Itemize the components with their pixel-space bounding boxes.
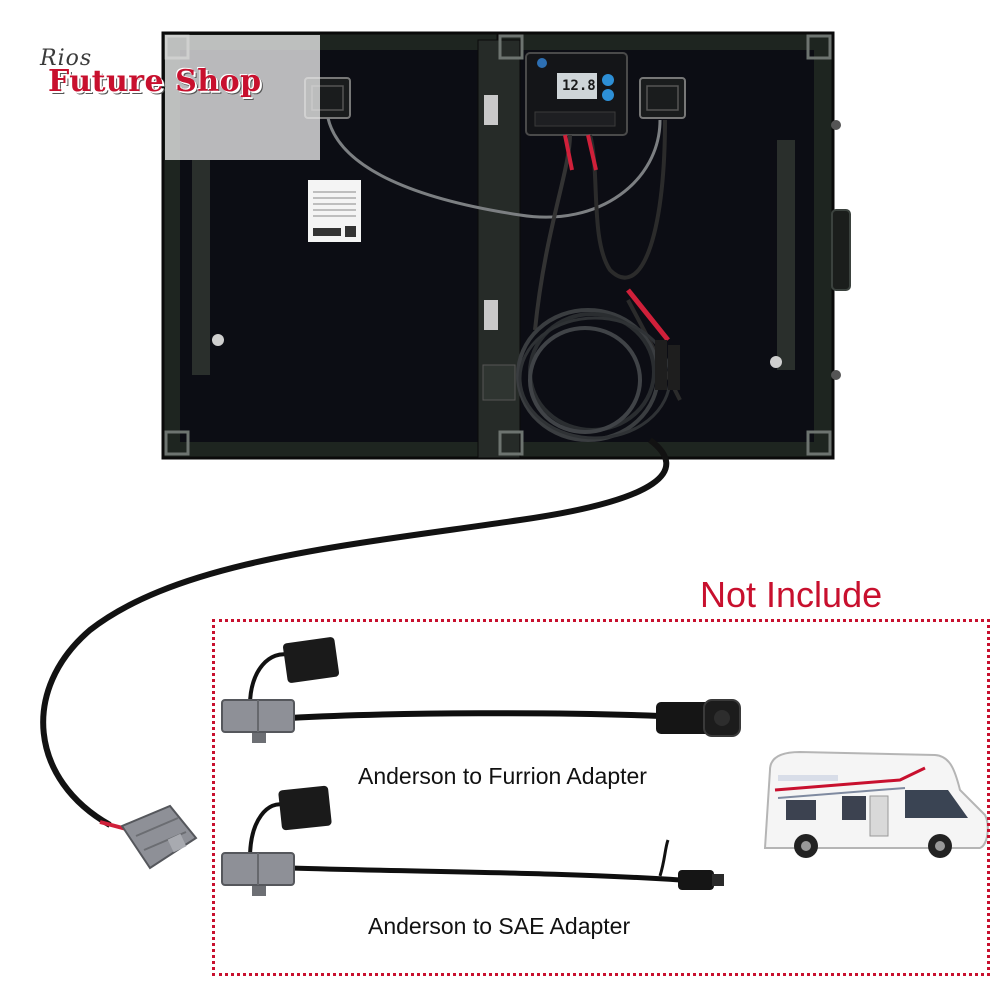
adapter-box — [212, 619, 990, 976]
rv-icon — [763, 750, 989, 858]
panel-wiring — [326, 117, 682, 442]
furrion-adapter — [221, 637, 741, 743]
watermark-panel — [165, 35, 320, 160]
anderson-connector-icon — [221, 852, 295, 896]
anderson-connector-icon — [120, 804, 198, 870]
adapter-caption-furrion: Anderson to Furrion Adapter — [358, 763, 647, 789]
anderson-connector-icon — [221, 699, 295, 743]
adapter-caption-sae: Anderson to SAE Adapter — [368, 913, 631, 939]
brand-logo: Future Shop — [48, 64, 262, 99]
charge-controller-icon — [525, 52, 628, 136]
furrion-plug-icon — [656, 699, 741, 737]
brand-tagline: Rios — [40, 46, 93, 71]
sae-plug-icon — [678, 870, 724, 890]
not-included-notice: Not Include — [700, 574, 883, 615]
controller-display: 12.8 — [562, 78, 596, 94]
sae-adapter — [221, 785, 724, 896]
